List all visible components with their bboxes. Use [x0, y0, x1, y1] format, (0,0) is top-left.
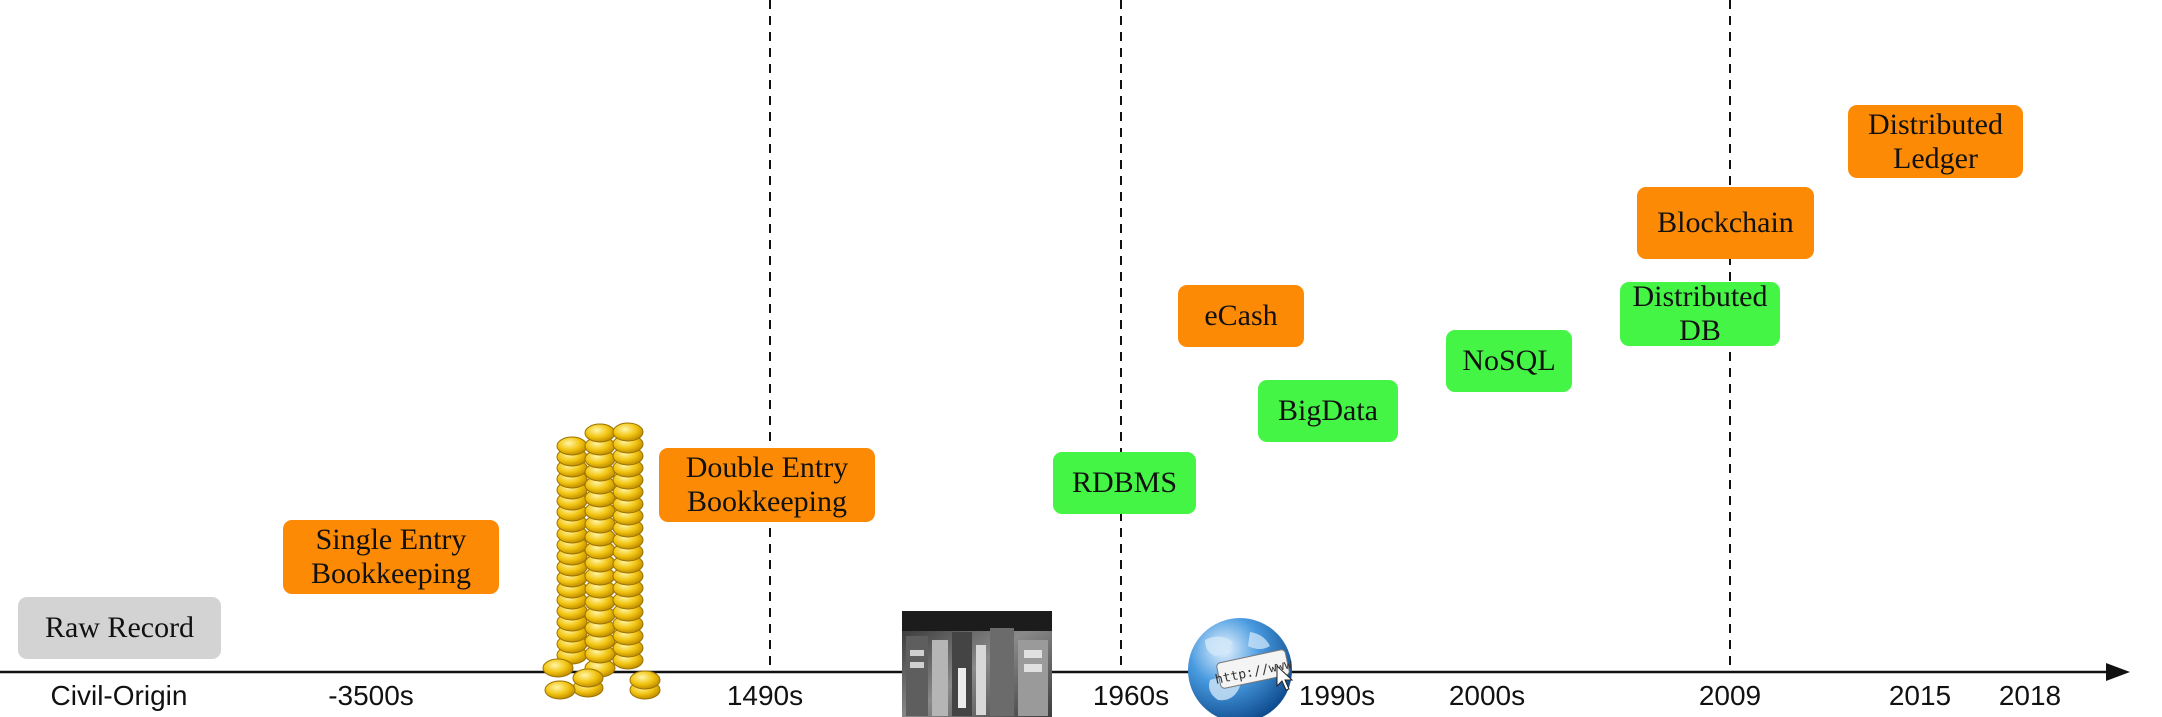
milestone-distributed-ledger-label: Distributed Ledger	[1868, 107, 2003, 175]
axis-label-3500s: -3500s	[328, 680, 414, 711]
milestone-rdbms: RDBMS	[1053, 452, 1196, 514]
milestone-blockchain-label: Blockchain	[1657, 206, 1794, 239]
milestone-ecash-label: eCash	[1204, 299, 1278, 332]
milestone-single-entry-label: Single Entry Bookkeeping	[311, 523, 471, 590]
milestone-raw-record: Raw Record	[18, 597, 221, 659]
axis-label-2009: 2009	[1698, 680, 1762, 711]
milestone-single-entry-bookkeeping: Single Entry Bookkeeping	[283, 520, 499, 594]
axis-label-civil-origin: Civil-Origin	[50, 680, 188, 711]
milestone-bigdata-label: BigData	[1278, 394, 1378, 427]
milestone-ecash: eCash	[1178, 285, 1304, 347]
milestone-nosql: NoSQL	[1446, 330, 1572, 392]
milestone-raw-record-label: Raw Record	[44, 611, 195, 644]
axis-label-2015: 2015	[1888, 680, 1952, 711]
axis-label-1490s: 1490s	[726, 680, 804, 711]
milestone-nosql-label: NoSQL	[1462, 344, 1556, 377]
milestone-distributed-db: Distributed DB	[1620, 280, 1780, 347]
milestone-distributed-ledger: Distributed Ledger	[1848, 105, 2023, 178]
web-globe-icon: http://www	[1188, 618, 1294, 717]
gold-coins-icon	[542, 422, 661, 700]
axis-label-2018: 2018	[1998, 680, 2062, 711]
milestone-distributed-db-label: Distributed DB	[1632, 280, 1768, 347]
axis-label-1960s: 1960s	[1092, 680, 1170, 711]
milestone-rdbms-label: RDBMS	[1071, 466, 1178, 499]
axis-label-2000s: 2000s	[1448, 680, 1526, 711]
milestone-bigdata: BigData	[1258, 380, 1398, 442]
milestone-double-entry-bookkeeping: Double Entry Bookkeeping	[659, 448, 875, 522]
time-axis-arrowhead	[2106, 663, 2130, 681]
early-computer-room-photo	[902, 611, 1052, 717]
milestone-double-entry-label: Double Entry Bookkeeping	[685, 451, 849, 518]
axis-label-1990s: 1990s	[1298, 680, 1376, 711]
milestone-blockchain: Blockchain	[1637, 187, 1814, 259]
